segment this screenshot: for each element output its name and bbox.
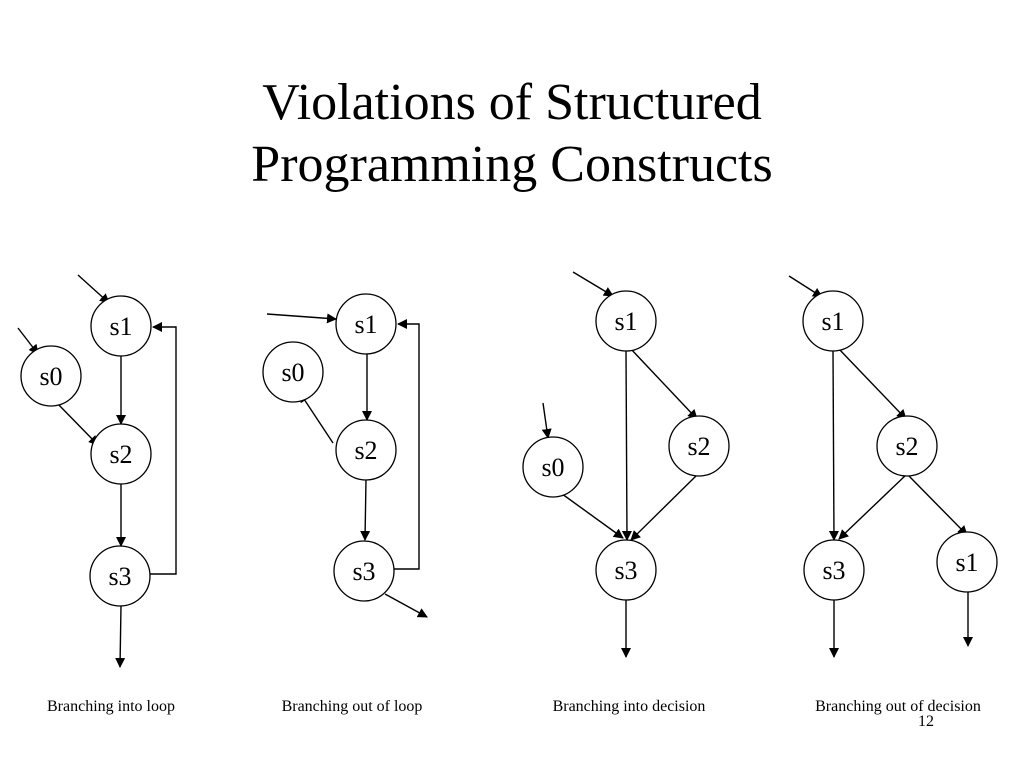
node-s3: s3	[89, 545, 151, 607]
loop-back-edge-s3-s1	[394, 319, 420, 570]
exit-arrow-s3	[384, 593, 428, 618]
caption-branching-into-loop: Branching into loop	[47, 698, 175, 715]
node-s2: s2	[668, 415, 730, 477]
node-s0: s0	[20, 345, 82, 407]
svg-text:s1: s1	[109, 312, 132, 341]
svg-text:s3: s3	[822, 556, 845, 585]
exit-arrow-s3	[115, 605, 126, 668]
diagram-branching-out-of-decision: s1 s2 s3 s1 Branching out of decision	[788, 275, 998, 715]
svg-text:s3: s3	[108, 562, 131, 591]
svg-text:s3: s3	[614, 556, 637, 585]
edge-s2-s3	[630, 473, 699, 541]
edge-s1-s2	[629, 347, 698, 420]
node-s1: s1	[335, 293, 397, 355]
entry-arrow-s0	[17, 327, 39, 355]
svg-text:s1: s1	[821, 307, 844, 336]
svg-text:s2: s2	[354, 436, 377, 465]
svg-text:s2: s2	[687, 432, 710, 461]
svg-text:s1: s1	[955, 548, 978, 577]
node-s1-exit: s1	[936, 531, 998, 593]
node-s2: s2	[90, 423, 152, 485]
svg-text:s2: s2	[109, 440, 132, 469]
edge-s2-s3	[838, 473, 908, 540]
diagram-branching-into-decision: s1 s2 s0 s3 Branching into decision	[522, 271, 730, 715]
entry-arrow-s1	[572, 271, 614, 297]
edge-s2-s0	[299, 392, 334, 444]
edge-s2-s3	[360, 478, 371, 541]
slide-title: Violations of Structured Programming Con…	[0, 72, 1024, 196]
entry-arrow-s1	[266, 313, 337, 324]
svg-text:s1: s1	[614, 307, 637, 336]
diagram-branching-out-of-loop: s1 s0 s2 s3 Branching out of loop	[262, 293, 428, 715]
edge-s1-s2	[837, 347, 907, 420]
svg-text:s1: s1	[354, 310, 377, 339]
title-line-1: Violations of Structured	[262, 74, 762, 131]
edge-s1-s3	[621, 349, 632, 541]
entry-arrow-s1	[77, 274, 110, 304]
caption-branching-into-decision: Branching into decision	[553, 698, 706, 715]
page-number: 12	[918, 713, 934, 730]
node-s2: s2	[335, 419, 397, 481]
title-line-2: Programming Constructs	[251, 136, 773, 193]
svg-text:s3: s3	[352, 557, 375, 586]
caption-branching-out-of-decision: Branching out of decision	[815, 698, 981, 715]
node-s3: s3	[333, 540, 395, 602]
svg-text:s2: s2	[895, 432, 918, 461]
entry-arrow-s1	[788, 275, 823, 298]
svg-text:s0: s0	[39, 362, 62, 391]
node-s3: s3	[803, 539, 865, 601]
edge-s0-s3	[557, 490, 624, 539]
node-s3: s3	[595, 539, 657, 601]
node-s1: s1	[802, 290, 864, 352]
node-s0: s0	[522, 436, 584, 498]
caption-branching-out-of-loop: Branching out of loop	[282, 698, 423, 715]
node-s1: s1	[595, 290, 657, 352]
node-s2: s2	[876, 415, 938, 477]
svg-text:s0: s0	[281, 358, 304, 387]
diagram-branching-into-loop: s1 s0 s2 s3 Branching into loop	[17, 274, 177, 715]
edge-s1-s3	[828, 349, 839, 541]
node-s1: s1	[90, 295, 152, 357]
node-s0: s0	[262, 341, 324, 403]
entry-arrow-s0	[541, 402, 552, 439]
loop-back-edge-s3-s1	[149, 322, 177, 575]
svg-text:s0: s0	[541, 453, 564, 482]
edge-s2-s1-exit	[906, 473, 968, 536]
edge-s0-s2	[54, 400, 99, 446]
